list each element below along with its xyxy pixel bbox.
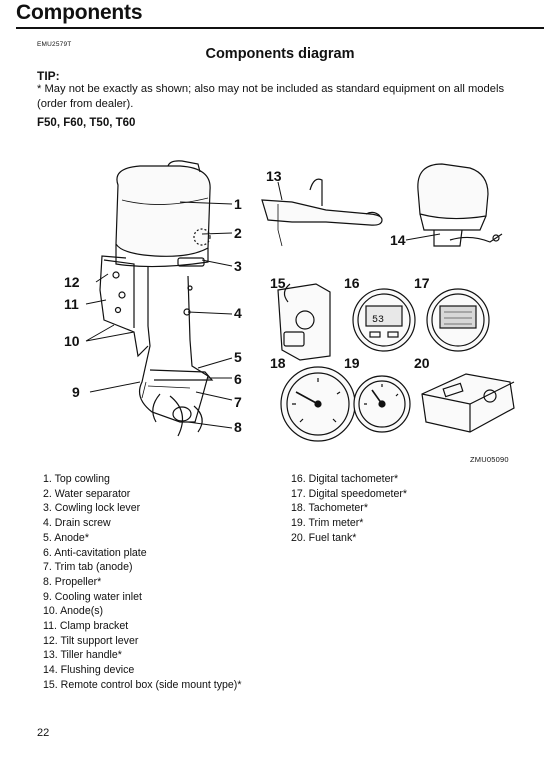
fuel-tank-illustration <box>421 373 515 433</box>
list-item: 6. Anti-cavitation plate <box>43 546 147 559</box>
tachometer-readout: 53 <box>372 315 384 326</box>
list-item: 3. Cowling lock lever <box>43 502 141 515</box>
tip-text: * May not be exactly as shown; also may … <box>37 83 505 110</box>
list-item: 7. Trim tab (anode) <box>43 561 133 574</box>
callout-6: 6 <box>234 371 242 387</box>
callout-4: 4 <box>234 305 242 321</box>
callout-9: 9 <box>72 384 80 400</box>
list-item: 10. Anode(s) <box>43 605 104 618</box>
list-item: 11. Clamp bracket <box>43 620 129 633</box>
list-item: 13. Tiller handle* <box>43 649 122 662</box>
callout-17: 17 <box>414 275 430 291</box>
components-figure: 53 1 2 3 4 5 6 7 8 9 10 11 12 13 14 15 1… <box>30 160 530 460</box>
callout-20: 20 <box>414 355 430 371</box>
list-item: 12. Tilt support lever <box>43 634 139 647</box>
callout-16: 16 <box>344 275 360 291</box>
callout-10: 10 <box>64 333 80 349</box>
list-item: 15. Remote control box (side mount type)… <box>43 678 242 691</box>
outboard-motor-illustration <box>99 160 214 437</box>
callout-14: 14 <box>390 232 406 248</box>
remote-control-box-illustration <box>277 283 331 361</box>
list-item: 8. Propeller* <box>43 575 102 588</box>
callout-12: 12 <box>64 274 80 290</box>
callout-leader-lines <box>85 181 441 429</box>
callout-1: 1 <box>234 196 242 212</box>
digital-speedometer-illustration <box>426 288 490 352</box>
callout-2: 2 <box>234 225 242 241</box>
list-item: 14. Flushing device <box>43 664 135 677</box>
trim-meter-illustration <box>353 375 411 433</box>
list-item: 17. Digital speedometer* <box>291 487 408 500</box>
page-number: 22 <box>37 727 50 739</box>
digital-tachometer-illustration <box>352 288 416 352</box>
callout-11: 11 <box>64 296 79 312</box>
list-item: 4. Drain screw <box>43 517 111 530</box>
page-title: Components <box>16 1 143 24</box>
callout-7: 7 <box>234 394 242 410</box>
callout-3: 3 <box>234 258 242 274</box>
list-item: 2. Water separator <box>43 487 131 500</box>
components-list-left: 1. Top cowling 2. Water separator 3. Cow… <box>43 472 241 693</box>
tip-heading: TIP: <box>37 69 60 83</box>
list-item: 20. Fuel tank* <box>291 531 357 544</box>
list-item: 9. Cooling water inlet <box>43 590 142 603</box>
callout-13: 13 <box>266 168 282 184</box>
diagram-title: Components diagram <box>205 46 355 62</box>
list-item: 18. Tachometer* <box>291 502 368 515</box>
callout-15: 15 <box>270 275 286 291</box>
tiller-handle-illustration <box>261 178 383 247</box>
model-list: F50, F60, T50, T60 <box>37 117 136 129</box>
components-illustration: 53 1 2 3 4 5 6 7 8 9 10 11 12 13 14 15 1… <box>64 160 515 442</box>
list-item: 5. Anode* <box>43 531 89 544</box>
document-code: EMU2579T <box>37 41 72 48</box>
list-item: 16. Digital tachometer* <box>291 473 399 485</box>
list-item: 1. Top cowling <box>43 473 110 485</box>
callout-8: 8 <box>234 419 242 435</box>
components-list-right: 16. Digital tachometer* 17. Digital spee… <box>291 472 407 546</box>
tachometer-illustration <box>280 366 356 442</box>
list-item: 19. Trim meter* <box>291 517 364 530</box>
callout-19: 19 <box>344 355 360 371</box>
callout-5: 5 <box>234 349 242 365</box>
flushing-device-illustration <box>417 163 503 247</box>
callout-18: 18 <box>270 355 286 371</box>
page-header: Components <box>16 0 544 29</box>
figure-code: ZMU05090 <box>470 455 509 464</box>
